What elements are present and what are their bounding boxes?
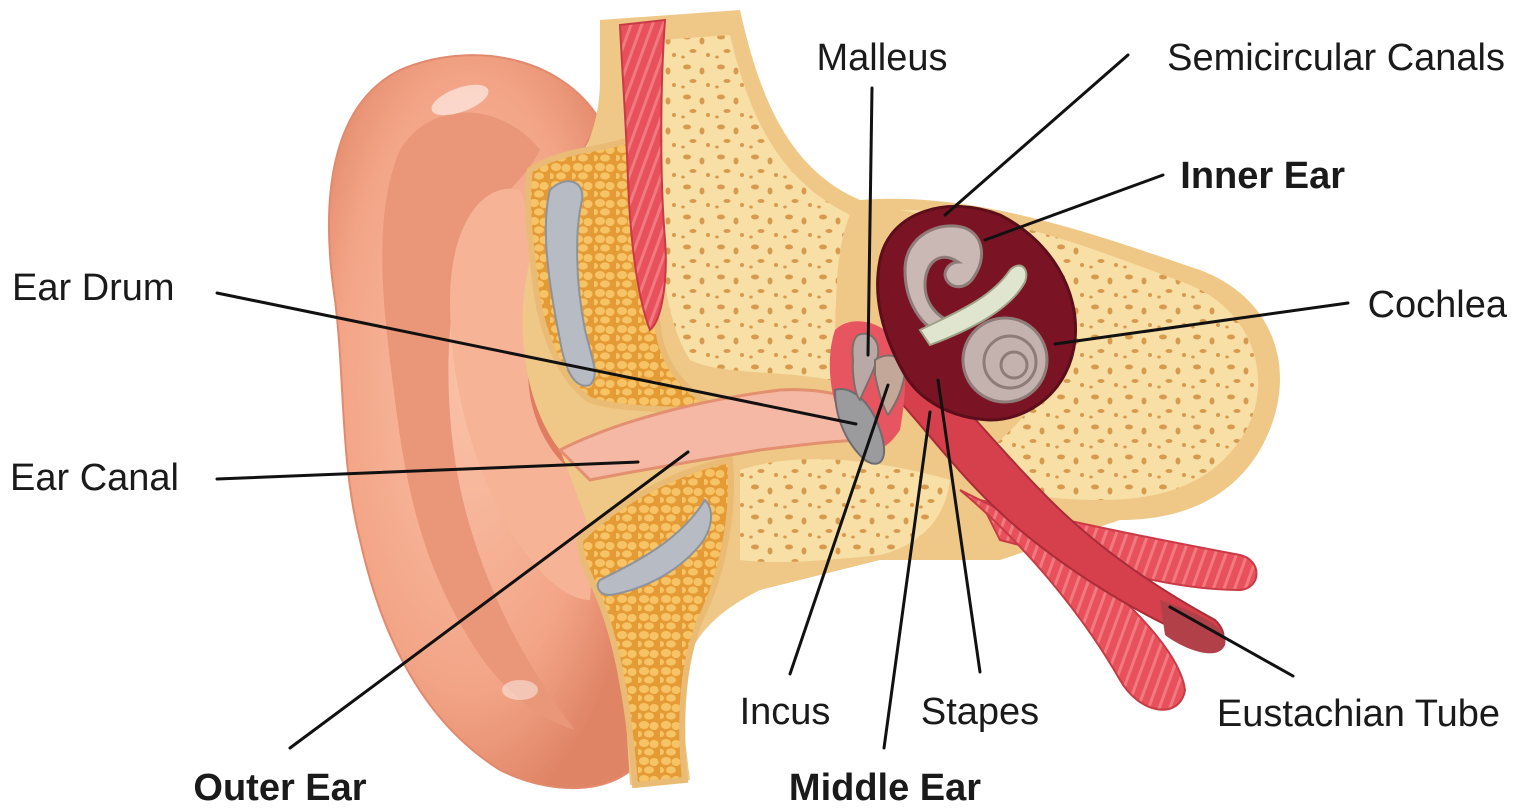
label-malleus: Malleus <box>817 37 948 79</box>
label-outer-ear: Outer Ear <box>193 767 366 809</box>
label-cochlea: Cochlea <box>1368 284 1508 326</box>
lobe-highlight <box>502 680 538 700</box>
label-incus: Incus <box>740 691 831 733</box>
leader-semicircular-canals <box>945 55 1128 215</box>
label-middle-ear: Middle Ear <box>789 767 981 809</box>
label-stapes: Stapes <box>921 691 1039 733</box>
label-ear-canal: Ear Canal <box>10 457 179 499</box>
label-eustachian-tube: Eustachian Tube <box>1217 693 1500 735</box>
label-inner-ear: Inner Ear <box>1180 155 1345 197</box>
cochlea-shape <box>963 318 1047 402</box>
label-semicircular-canals: Semicircular Canals <box>1167 37 1505 79</box>
label-ear-drum: Ear Drum <box>12 267 175 309</box>
